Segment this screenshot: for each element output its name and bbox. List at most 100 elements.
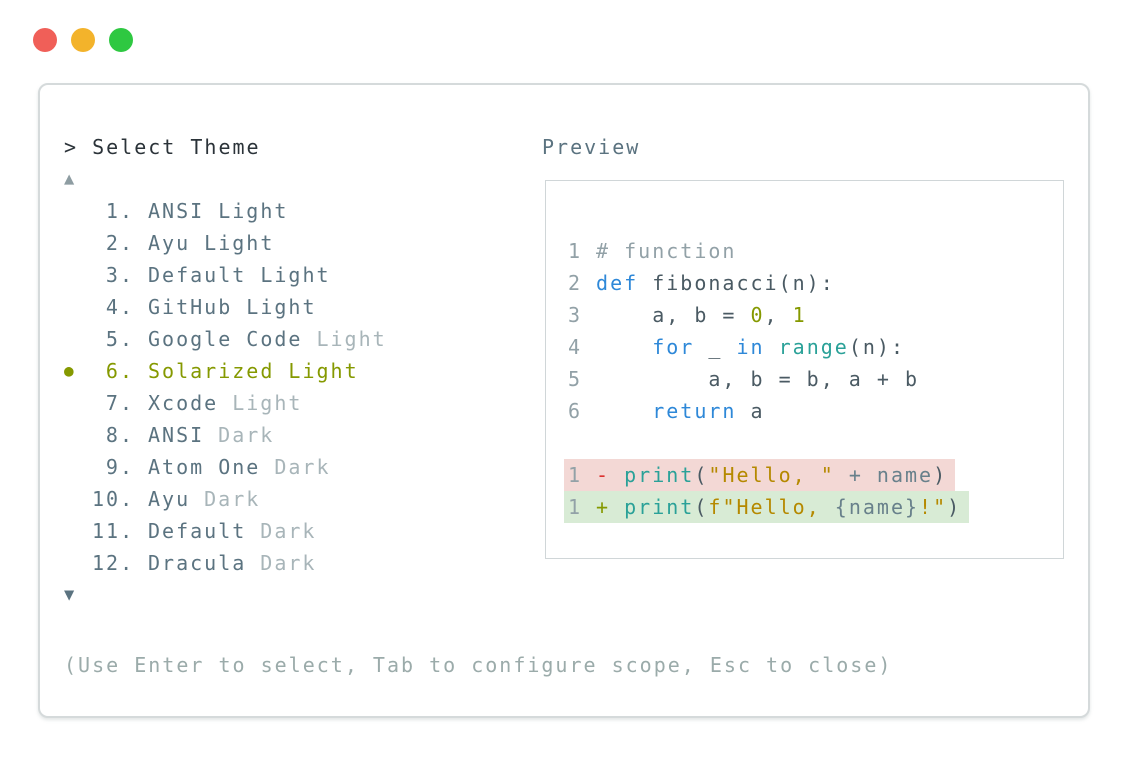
theme-item-dracula-dark[interactable]: 12. Dracula Dark bbox=[64, 547, 387, 579]
scroll-up-icon[interactable]: ▲ bbox=[64, 169, 77, 189]
selection-bullet-slot bbox=[64, 227, 92, 259]
theme-variant: Dark bbox=[260, 519, 317, 543]
theme-variant: Dark bbox=[204, 487, 261, 511]
selection-bullet-slot bbox=[64, 547, 92, 579]
theme-number: 2. bbox=[105, 231, 134, 255]
line-number: 4 bbox=[568, 335, 583, 359]
theme-name: Solarized Light bbox=[148, 359, 359, 383]
theme-number: 5. bbox=[105, 327, 134, 351]
selection-bullet-slot bbox=[64, 451, 92, 483]
theme-item-google-code-light[interactable]: 5. Google Code Light bbox=[64, 323, 387, 355]
theme-name: Ayu Light bbox=[148, 231, 275, 255]
code-string: !" bbox=[919, 495, 948, 519]
code-keyword: for bbox=[652, 335, 709, 359]
theme-item-default-light[interactable]: 3.Default Light bbox=[64, 259, 387, 291]
selection-bullet-slot bbox=[64, 323, 92, 355]
minimize-button[interactable] bbox=[71, 28, 95, 52]
diff-plus-sign: + bbox=[596, 495, 625, 519]
code-keyword: in bbox=[736, 335, 779, 359]
theme-item-xcode-light[interactable]: 7. Xcode Light bbox=[64, 387, 387, 419]
code-number: 1 bbox=[792, 303, 807, 327]
scroll-down-icon[interactable]: ▼ bbox=[64, 585, 77, 605]
code-text: , bbox=[764, 303, 793, 327]
theme-name: Xcode bbox=[148, 391, 219, 415]
theme-item-solarized-light[interactable]: ● 6. Solarized Light bbox=[64, 355, 387, 387]
code-line: 4 for _ in range(n): bbox=[568, 331, 1063, 363]
selection-bullet-slot bbox=[64, 195, 92, 227]
code-line: 3 a, b = 0, 1 bbox=[568, 299, 1063, 331]
selection-bullet-slot bbox=[64, 483, 92, 515]
code-line: 1# function bbox=[568, 235, 1063, 267]
theme-variant: Light bbox=[232, 391, 303, 415]
theme-number: 12. bbox=[92, 551, 135, 575]
code-string: "Hello, " bbox=[708, 463, 835, 487]
theme-item-github-light[interactable]: 4.GitHub Light bbox=[64, 291, 387, 323]
code-text: ( bbox=[694, 495, 709, 519]
theme-item-ansi-light[interactable]: 1. ANSI Light bbox=[64, 195, 387, 227]
code-text: fibonacci(n): bbox=[652, 271, 835, 295]
theme-name: Dracula bbox=[148, 551, 247, 575]
theme-picker-dialog: > Select Theme ▲ 1. ANSI Light 2. Ayu Ligh… bbox=[38, 83, 1090, 718]
code-text: a, b = bbox=[596, 303, 751, 327]
code-text: ) bbox=[947, 495, 962, 519]
theme-name: ANSI bbox=[148, 423, 205, 447]
code-line: 5 a, b = b, a + b bbox=[568, 363, 1063, 395]
code-text: ) bbox=[933, 463, 948, 487]
selection-bullet-slot bbox=[64, 291, 92, 323]
theme-item-ansi-dark[interactable]: 8. ANSI Dark bbox=[64, 419, 387, 451]
line-number: 1 bbox=[568, 495, 583, 519]
code-line: 6 return a bbox=[568, 395, 1063, 427]
selection-bullet-slot bbox=[64, 515, 92, 547]
select-theme-prompt: > Select Theme bbox=[64, 135, 261, 159]
line-number: 6 bbox=[568, 399, 583, 423]
window-controls bbox=[33, 28, 133, 52]
zoom-button[interactable] bbox=[109, 28, 133, 52]
preview-label: Preview bbox=[542, 135, 641, 159]
theme-number: 1. bbox=[105, 199, 134, 223]
theme-number: 3. bbox=[105, 263, 134, 287]
code-text: a, b = b, a + b bbox=[596, 367, 919, 391]
theme-list-column: > Select Theme ▲ 1. ANSI Light 2. Ayu Ligh… bbox=[64, 131, 387, 611]
line-number: 2 bbox=[568, 271, 583, 295]
selection-bullet-slot bbox=[64, 259, 92, 291]
theme-number: 4. bbox=[105, 295, 134, 319]
code-text: (n): bbox=[848, 335, 905, 359]
diff-added-line: 1+ print(f"Hello, {name}!") bbox=[564, 491, 1063, 523]
close-button[interactable] bbox=[33, 28, 57, 52]
theme-name: Default bbox=[148, 519, 247, 543]
code-keyword: def bbox=[596, 271, 653, 295]
theme-number: 11. bbox=[92, 519, 135, 543]
theme-number: 8. bbox=[105, 423, 134, 447]
line-number: 1 bbox=[568, 463, 583, 487]
theme-name: ANSI Light bbox=[148, 199, 289, 223]
theme-name: Google Code bbox=[148, 327, 303, 351]
line-number: 5 bbox=[568, 367, 583, 391]
selected-bullet-icon: ● bbox=[64, 361, 76, 380]
diff-minus-sign: - bbox=[596, 463, 625, 487]
theme-variant: Dark bbox=[260, 551, 317, 575]
help-text: (Use Enter to select, Tab to configure s… bbox=[64, 653, 893, 677]
blank-line bbox=[568, 427, 1063, 459]
code-text: ( bbox=[694, 463, 709, 487]
code-function: print bbox=[624, 495, 695, 519]
theme-variant: Light bbox=[316, 327, 387, 351]
theme-variant: Dark bbox=[218, 423, 275, 447]
diff-removed-line: 1- print("Hello, " + name) bbox=[564, 459, 1063, 491]
code-number: 0 bbox=[750, 303, 765, 327]
code-string: f"Hello, bbox=[708, 495, 835, 519]
theme-item-ayu-light[interactable]: 2. Ayu Light bbox=[64, 227, 387, 259]
theme-number: 6. bbox=[105, 359, 134, 383]
theme-number: 7. bbox=[105, 391, 134, 415]
code-text bbox=[596, 399, 652, 423]
code-line: 2 def fibonacci(n): bbox=[568, 267, 1063, 299]
theme-name: Ayu bbox=[148, 487, 191, 511]
code-function: print bbox=[624, 463, 695, 487]
code-comment: # function bbox=[596, 239, 737, 263]
code-text bbox=[596, 335, 652, 359]
selection-bullet-slot bbox=[64, 387, 92, 419]
theme-item-default-dark[interactable]: 11. Default Dark bbox=[64, 515, 387, 547]
